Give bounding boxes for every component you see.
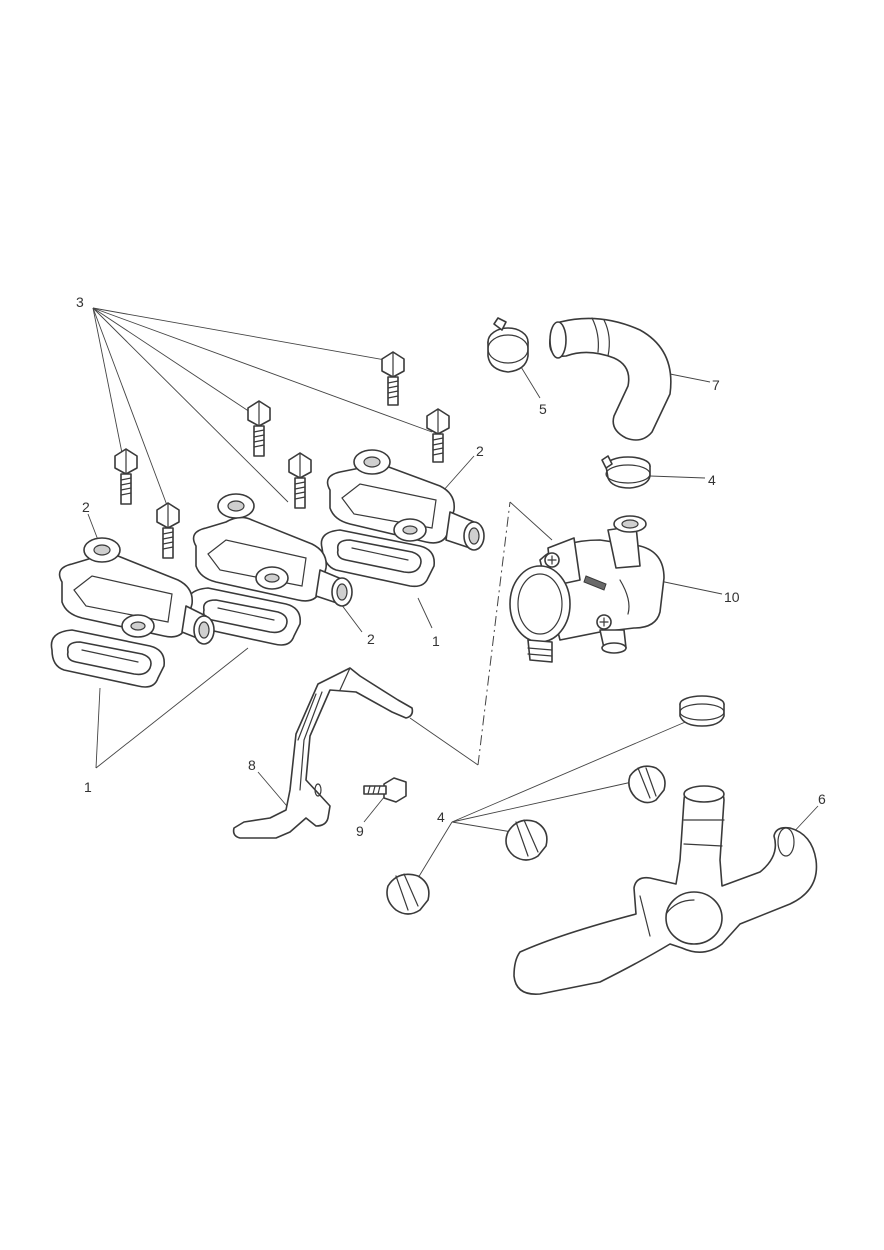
- t-hose-6: [513, 785, 818, 995]
- callout-5: 5: [539, 401, 547, 417]
- reed-valve-cover-left: [50, 537, 215, 688]
- bolt: [156, 502, 180, 559]
- callout-10: 10: [724, 589, 740, 605]
- reed-valve-cover-centre: [186, 493, 353, 646]
- bolt: [114, 448, 138, 505]
- bolt: [288, 452, 312, 509]
- bolt-group: [114, 351, 450, 559]
- callout-4-upper: 4: [708, 472, 716, 488]
- callout-labels: 3 2 2 2 1 1 5 7 4 10 6 8 9 4: [76, 294, 826, 839]
- hose-clamp-5: [487, 317, 529, 373]
- bolt: [381, 351, 405, 406]
- reed-valve-cover-right: [320, 449, 485, 588]
- callout-6: 6: [818, 791, 826, 807]
- bolt: [247, 400, 271, 457]
- hose-clamp-4-top-right: [679, 695, 725, 727]
- bolt: [426, 408, 450, 463]
- hose-clamp-4-upper: [601, 455, 651, 489]
- callout-2-left: 2: [82, 499, 90, 515]
- bracket-8: [232, 667, 414, 839]
- callout-3: 3: [76, 294, 84, 310]
- callout-4-lower: 4: [437, 809, 445, 825]
- hose-7: [549, 317, 672, 441]
- callout-1-centre: 1: [432, 633, 440, 649]
- callout-2-right: 2: [476, 443, 484, 459]
- hose-clamp-4-bottom: [386, 873, 430, 915]
- bolt-9: [363, 777, 407, 803]
- callout-2-centre: 2: [367, 631, 375, 647]
- hose-clamp-4-mid: [628, 765, 666, 804]
- air-valve-10: [509, 515, 665, 663]
- callout-9: 9: [356, 823, 364, 839]
- hose-clamp-4-left: [505, 819, 548, 861]
- callout-1-left: 1: [84, 779, 92, 795]
- callout-8: 8: [248, 757, 256, 773]
- callout-7: 7: [712, 377, 720, 393]
